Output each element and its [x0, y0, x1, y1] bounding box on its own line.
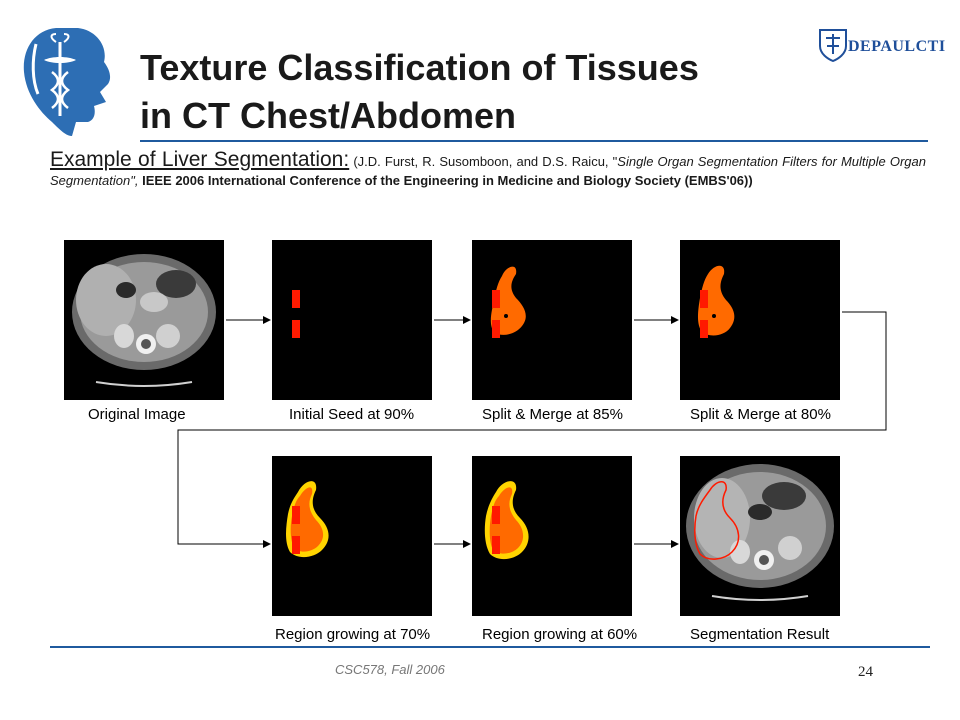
page-number: 24 [858, 664, 873, 680]
title-divider [140, 140, 928, 142]
caption-region-growing-60: Region growing at 60% [482, 626, 638, 643]
citation-paragraph: Example of Liver Segmentation: (J.D. Fur… [50, 148, 926, 190]
depaul-shield-icon [819, 29, 847, 62]
arrow-wrap [177, 311, 887, 548]
citation-paper-title: Single Organ Segmentation Filters for Mu… [50, 154, 926, 188]
footer-course: CSC578, Fall 2006 [335, 662, 445, 677]
split-merge-85-image [472, 240, 632, 400]
slicer-brain-logo [23, 28, 111, 136]
slide-title-line1: Texture Classification of Tissues [140, 47, 699, 88]
citation-authors: (J.D. Furst, R. Susomboon, and D.S. Raic… [353, 154, 618, 169]
citation-venue: IEEE 2006 International Conference of th… [142, 173, 753, 188]
segmentation-result-image [680, 456, 840, 616]
ct-original-image [64, 240, 224, 400]
caption-segmentation-result: Segmentation Result [690, 626, 830, 643]
citation-close: ", [130, 173, 139, 188]
footer-divider [50, 646, 930, 648]
split-merge-80-image [680, 240, 840, 400]
region-growing-70-image [272, 456, 432, 616]
slide-title-line2: in CT Chest/Abdomen [140, 95, 516, 136]
caption-initial-seed: Initial Seed at 90% [289, 406, 415, 423]
caption-split-merge-85: Split & Merge at 85% [482, 406, 623, 423]
slide-title: Texture Classification of Tissues in CT … [140, 44, 699, 140]
caption-original-image: Original Image [88, 406, 186, 423]
caption-region-growing-70: Region growing at 70% [275, 626, 431, 643]
example-heading: Example of Liver Segmentation: [50, 148, 350, 171]
caption-split-merge-80: Split & Merge at 80% [690, 406, 831, 423]
region-growing-60-image [472, 456, 632, 616]
depaul-cti-logo-text: DEPAULCTI [848, 38, 946, 55]
seed-image [272, 240, 432, 400]
